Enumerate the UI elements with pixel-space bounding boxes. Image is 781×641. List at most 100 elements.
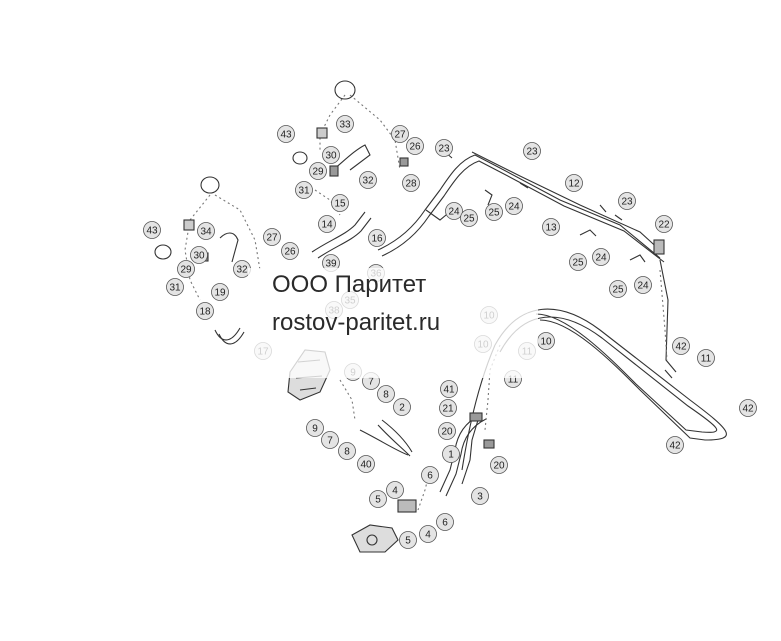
callout-label: 24 <box>448 207 460 218</box>
watermark-backdrop <box>248 268 538 378</box>
callout-bubble <box>542 218 560 236</box>
callout-bubble <box>523 142 541 160</box>
callout-bubble <box>440 380 458 398</box>
callout-label: 14 <box>321 220 333 231</box>
callout-label: 33 <box>339 120 351 131</box>
callout-bubble <box>197 222 215 240</box>
callout-bubble <box>295 181 313 199</box>
callout-bubble <box>666 436 684 454</box>
callout-bubble <box>438 422 456 440</box>
callout-label: 5 <box>375 495 381 506</box>
callout-label: 24 <box>508 202 520 213</box>
callout-label: 4 <box>392 486 398 497</box>
callout-label: 29 <box>180 265 192 276</box>
callout-label: 6 <box>442 518 448 529</box>
callout-label: 18 <box>199 307 211 318</box>
callout-bubble <box>618 192 636 210</box>
callout-bubble <box>143 221 161 239</box>
callout-bubble <box>490 456 508 474</box>
callout-bubble <box>402 174 420 192</box>
callout-label: 43 <box>146 226 158 237</box>
callout-bubble <box>321 431 339 449</box>
callout-bubble <box>322 146 340 164</box>
callout-bubble <box>281 242 299 260</box>
callout-label: 39 <box>325 259 337 270</box>
callout-bubble <box>211 283 229 301</box>
callout-label: 24 <box>595 253 607 264</box>
callout-label: 11 <box>701 354 712 365</box>
callout-bubble <box>697 349 715 367</box>
callout-label: 3 <box>477 492 483 503</box>
callout-label: 23 <box>438 144 450 155</box>
callout-label: 32 <box>362 176 374 187</box>
callout-label: 34 <box>200 227 212 238</box>
callout-bubble <box>421 466 439 484</box>
callout-label: 9 <box>312 424 318 435</box>
callout-bubble <box>419 525 437 543</box>
callout-bubble <box>485 203 503 221</box>
callout-label: 43 <box>280 130 292 141</box>
callout-bubble <box>166 278 184 296</box>
callout-label: 41 <box>443 385 455 396</box>
callout-bubble <box>386 481 404 499</box>
callout-label: 31 <box>298 186 310 197</box>
callout-label: 20 <box>493 461 505 472</box>
callout-bubble <box>399 531 417 549</box>
callout-bubble <box>435 139 453 157</box>
callout-bubble <box>196 302 214 320</box>
callout-bubble <box>565 174 583 192</box>
callout-label: 21 <box>442 404 454 415</box>
callout-label: 29 <box>312 167 324 178</box>
callout-label: 42 <box>675 342 687 353</box>
callout-bubble <box>442 445 460 463</box>
callout-label: 13 <box>545 223 557 234</box>
callout-label: 2 <box>399 403 405 414</box>
callout-bubble <box>377 385 395 403</box>
callout-bubble <box>357 455 375 473</box>
callout-label: 30 <box>193 251 205 262</box>
callout-bubble <box>331 194 349 212</box>
callout-label: 32 <box>236 265 248 276</box>
callout-bubble <box>338 442 356 460</box>
callout-label: 15 <box>334 199 346 210</box>
callout-label: 5 <box>405 536 411 547</box>
callout-bubble <box>471 487 489 505</box>
callout-label: 24 <box>637 281 649 292</box>
callout-label: 7 <box>368 377 374 388</box>
callout-label: 30 <box>325 151 337 162</box>
callout-bubble <box>359 171 377 189</box>
watermark-website: rostov-paritet.ru <box>272 309 441 336</box>
callout-bubble <box>277 125 295 143</box>
callout-bubble <box>439 399 457 417</box>
callout-label: 27 <box>394 130 406 141</box>
callout-label: 6 <box>427 471 433 482</box>
callout-bubble <box>263 228 281 246</box>
callout-bubble <box>391 125 409 143</box>
callout-bubble <box>318 215 336 233</box>
callout-label: 8 <box>383 390 389 401</box>
callout-bubble <box>739 399 757 417</box>
callout-label: 42 <box>669 441 681 452</box>
callout-bubble <box>369 490 387 508</box>
callout-label: 23 <box>526 147 538 158</box>
callout-label: 26 <box>284 247 296 258</box>
callout-bubble <box>634 276 652 294</box>
watermark-company: ООО Паритет <box>272 271 427 298</box>
callout-label: 42 <box>742 404 754 415</box>
callout-label: 20 <box>441 427 453 438</box>
callout-bubble <box>406 137 424 155</box>
callout-label: 26 <box>409 142 421 153</box>
callout-bubble <box>336 115 354 133</box>
callout-label: 22 <box>658 220 670 231</box>
callout-bubble <box>655 215 673 233</box>
callout-bubble <box>393 398 411 416</box>
callout-label: 1 <box>448 450 454 461</box>
callout-bubble <box>436 513 454 531</box>
callout-bubble <box>309 162 327 180</box>
callout-bubble <box>177 260 195 278</box>
callout-label: 8 <box>344 447 350 458</box>
callout-label: 4 <box>425 530 431 541</box>
callout-bubble <box>190 246 208 264</box>
callout-label: 25 <box>463 214 475 225</box>
